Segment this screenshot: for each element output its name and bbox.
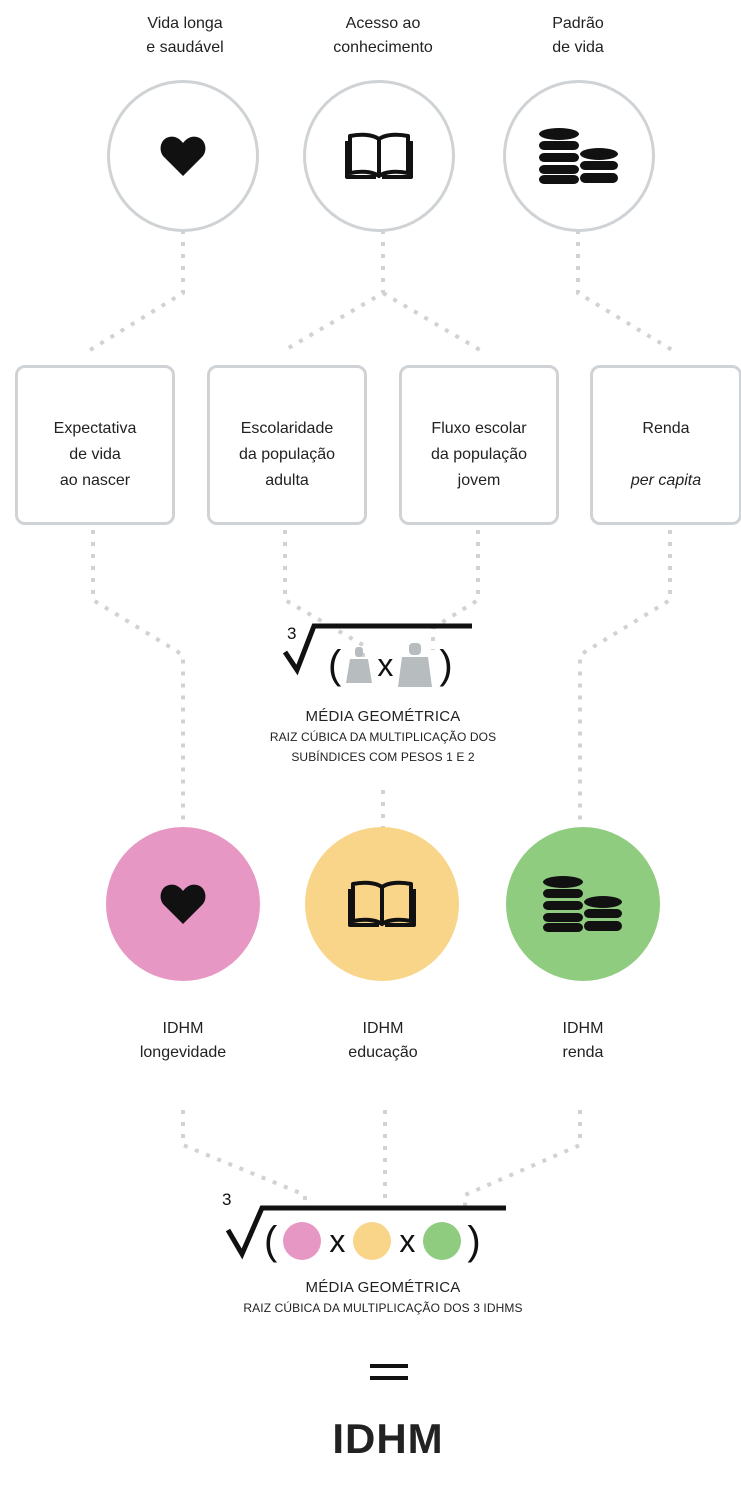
equals-sign: = xyxy=(370,1364,408,1380)
green-dot xyxy=(423,1222,462,1260)
radical-index: 3 xyxy=(222,1190,232,1209)
heart-icon xyxy=(160,136,206,176)
formula-subtitle-line1: RAIZ CÚBICA DA MULTIPLICAÇÃO DOS xyxy=(269,730,497,744)
dimension-circle-living xyxy=(503,80,655,232)
formula-subtitle: RAIZ CÚBICA DA MULTIPLICAÇÃO DOS 3 IDHMS xyxy=(243,1301,523,1315)
close-paren: ) xyxy=(467,1219,481,1263)
indicator-label: Expectativa de vida ao nascer xyxy=(53,420,137,489)
coins-icon xyxy=(543,876,622,932)
formula-title: MÉDIA GEOMÉTRICA xyxy=(305,1279,461,1296)
book-icon xyxy=(348,880,416,927)
times-symbol: x xyxy=(329,1223,346,1259)
pink-dot xyxy=(283,1222,322,1260)
radical-sign xyxy=(282,623,472,676)
radical-sign xyxy=(225,1205,506,1260)
education-formula-body: ( x ) xyxy=(328,643,478,687)
indicator-box-adult-schooling: Escolaridade da população adulta xyxy=(207,365,367,525)
weight-icon xyxy=(398,643,433,687)
subindex-label-longevity: IDHM longevidade xyxy=(139,1020,227,1061)
dimension-label-living: Padrão de vida xyxy=(552,15,604,56)
final-formula-body: ( x x ) xyxy=(264,1216,524,1266)
indicator-label-italic: per capita xyxy=(630,472,702,489)
heart-icon xyxy=(160,884,206,924)
education-formula-caption: MÉDIA GEOMÉTRICA RAIZ CÚBICA DA MULTIPLI… xyxy=(133,707,633,767)
dimension-label-health: Vida longa e saudável xyxy=(146,15,224,56)
final-formula-caption: MÉDIA GEOMÉTRICA RAIZ CÚBICA DA MULTIPLI… xyxy=(133,1278,633,1318)
dimension-circle-health xyxy=(107,80,259,232)
subindex-circle-longevity xyxy=(106,827,260,981)
indicator-box-income: Renda per capita xyxy=(590,365,741,525)
close-paren: ) xyxy=(439,643,453,687)
indicator-box-youth-school-flow: Fluxo escolar da população jovem xyxy=(399,365,559,525)
indicator-label: Fluxo escolar da população jovem xyxy=(430,420,528,489)
radical-index: 3 xyxy=(287,624,297,643)
formula-subtitle-line2: SUBÍNDICES COM PESOS 1 E 2 xyxy=(291,750,475,764)
formula-title: MÉDIA GEOMÉTRICA xyxy=(305,708,461,725)
subindex-label-education: IDHM educação xyxy=(348,1020,418,1061)
times-symbol: x xyxy=(377,647,394,683)
open-paren: ( xyxy=(328,643,342,687)
coins-icon xyxy=(539,128,618,184)
yellow-dot xyxy=(353,1222,392,1260)
book-icon xyxy=(345,132,413,179)
indicator-label: Escolaridade da população adulta xyxy=(238,420,336,489)
subindex-circle-income xyxy=(506,827,660,981)
subindex-circle-education xyxy=(305,827,459,981)
open-paren: ( xyxy=(264,1219,278,1263)
times-symbol: x xyxy=(399,1223,416,1259)
indicator-label: Renda xyxy=(642,420,690,437)
result-idhm: IDHM xyxy=(332,1415,444,1462)
indicator-box-life-expectancy: Expectativa de vida ao nascer xyxy=(15,365,175,525)
subindex-label-income: IDHM renda xyxy=(562,1020,604,1061)
dimension-circle-knowledge xyxy=(303,80,455,232)
weight-icon xyxy=(346,647,373,683)
dimension-label-knowledge: Acesso ao conhecimento xyxy=(333,15,433,56)
